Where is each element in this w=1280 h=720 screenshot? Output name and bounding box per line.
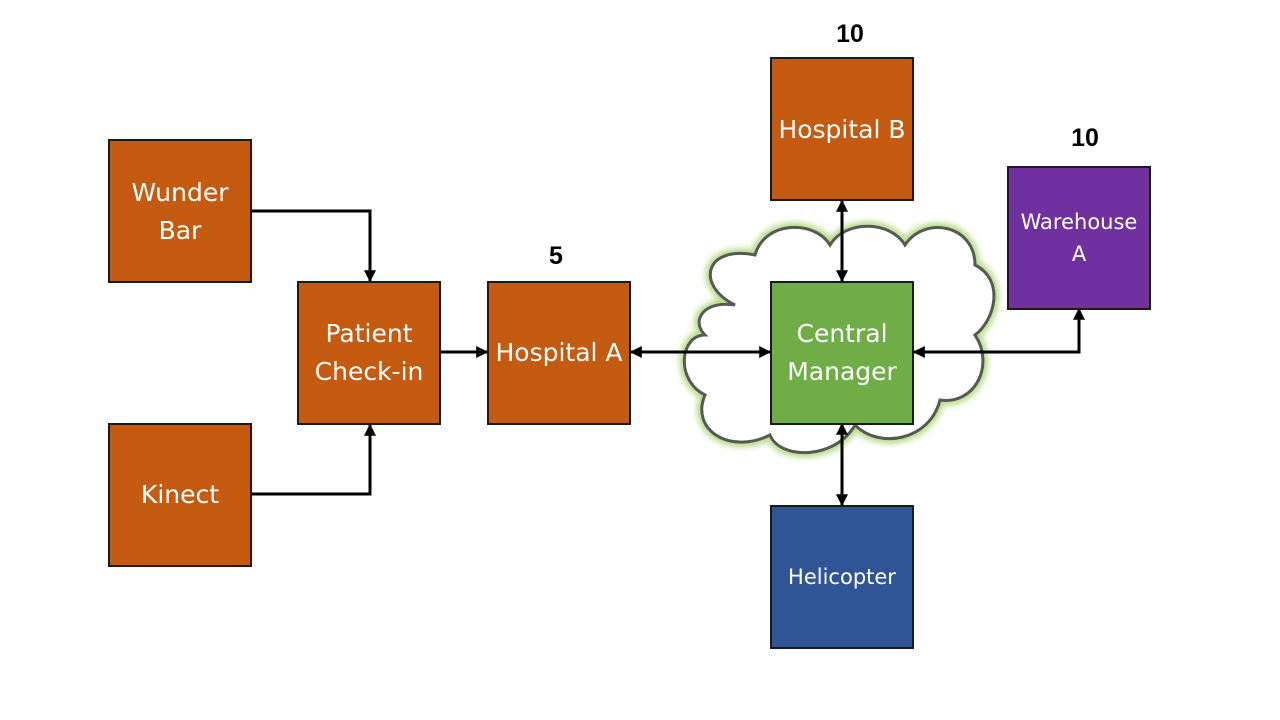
wunder-bar-box: Wunder Bar	[108, 139, 252, 283]
wunder-bar-label-line1: Wunder	[131, 178, 229, 207]
hospital-b-count: 10	[836, 20, 864, 48]
warehouse-a-label-line1: Warehouse	[1021, 210, 1138, 234]
arrow-wunderbar-to-checkin	[251, 209, 376, 283]
hospital-a-count: 5	[549, 242, 563, 270]
patient-checkin-label-line1: Patient	[325, 319, 412, 348]
warehouse-a-count: 10	[1071, 124, 1099, 152]
hospital-b-box: Hospital B	[770, 57, 914, 201]
central-manager-label-line1: Central	[796, 319, 887, 348]
warehouse-a-label-line2: A	[1072, 242, 1087, 266]
patient-checkin-label-line2: Check-in	[315, 357, 424, 386]
arrow-kinect-to-checkin	[251, 423, 376, 496]
kinect-label: Kinect	[141, 480, 219, 509]
hospital-a-label: Hospital A	[495, 338, 622, 367]
helicopter-box: Helicopter	[770, 505, 914, 649]
helicopter-label: Helicopter	[788, 565, 896, 589]
central-manager-label-line2: Manager	[787, 357, 897, 386]
patient-checkin-box: Patient Check-in	[297, 281, 441, 425]
central-manager-box: Central Manager	[770, 281, 914, 425]
hospital-b-label: Hospital B	[778, 115, 905, 144]
arrow-central-manager-warehouse-a	[912, 307, 1085, 358]
connectors	[251, 199, 1085, 507]
hospital-a-box: Hospital A	[487, 281, 631, 425]
wunder-bar-label-line2: Bar	[159, 216, 202, 245]
warehouse-a-box: Warehouse A	[1007, 166, 1151, 310]
kinect-box: Kinect	[108, 423, 252, 567]
